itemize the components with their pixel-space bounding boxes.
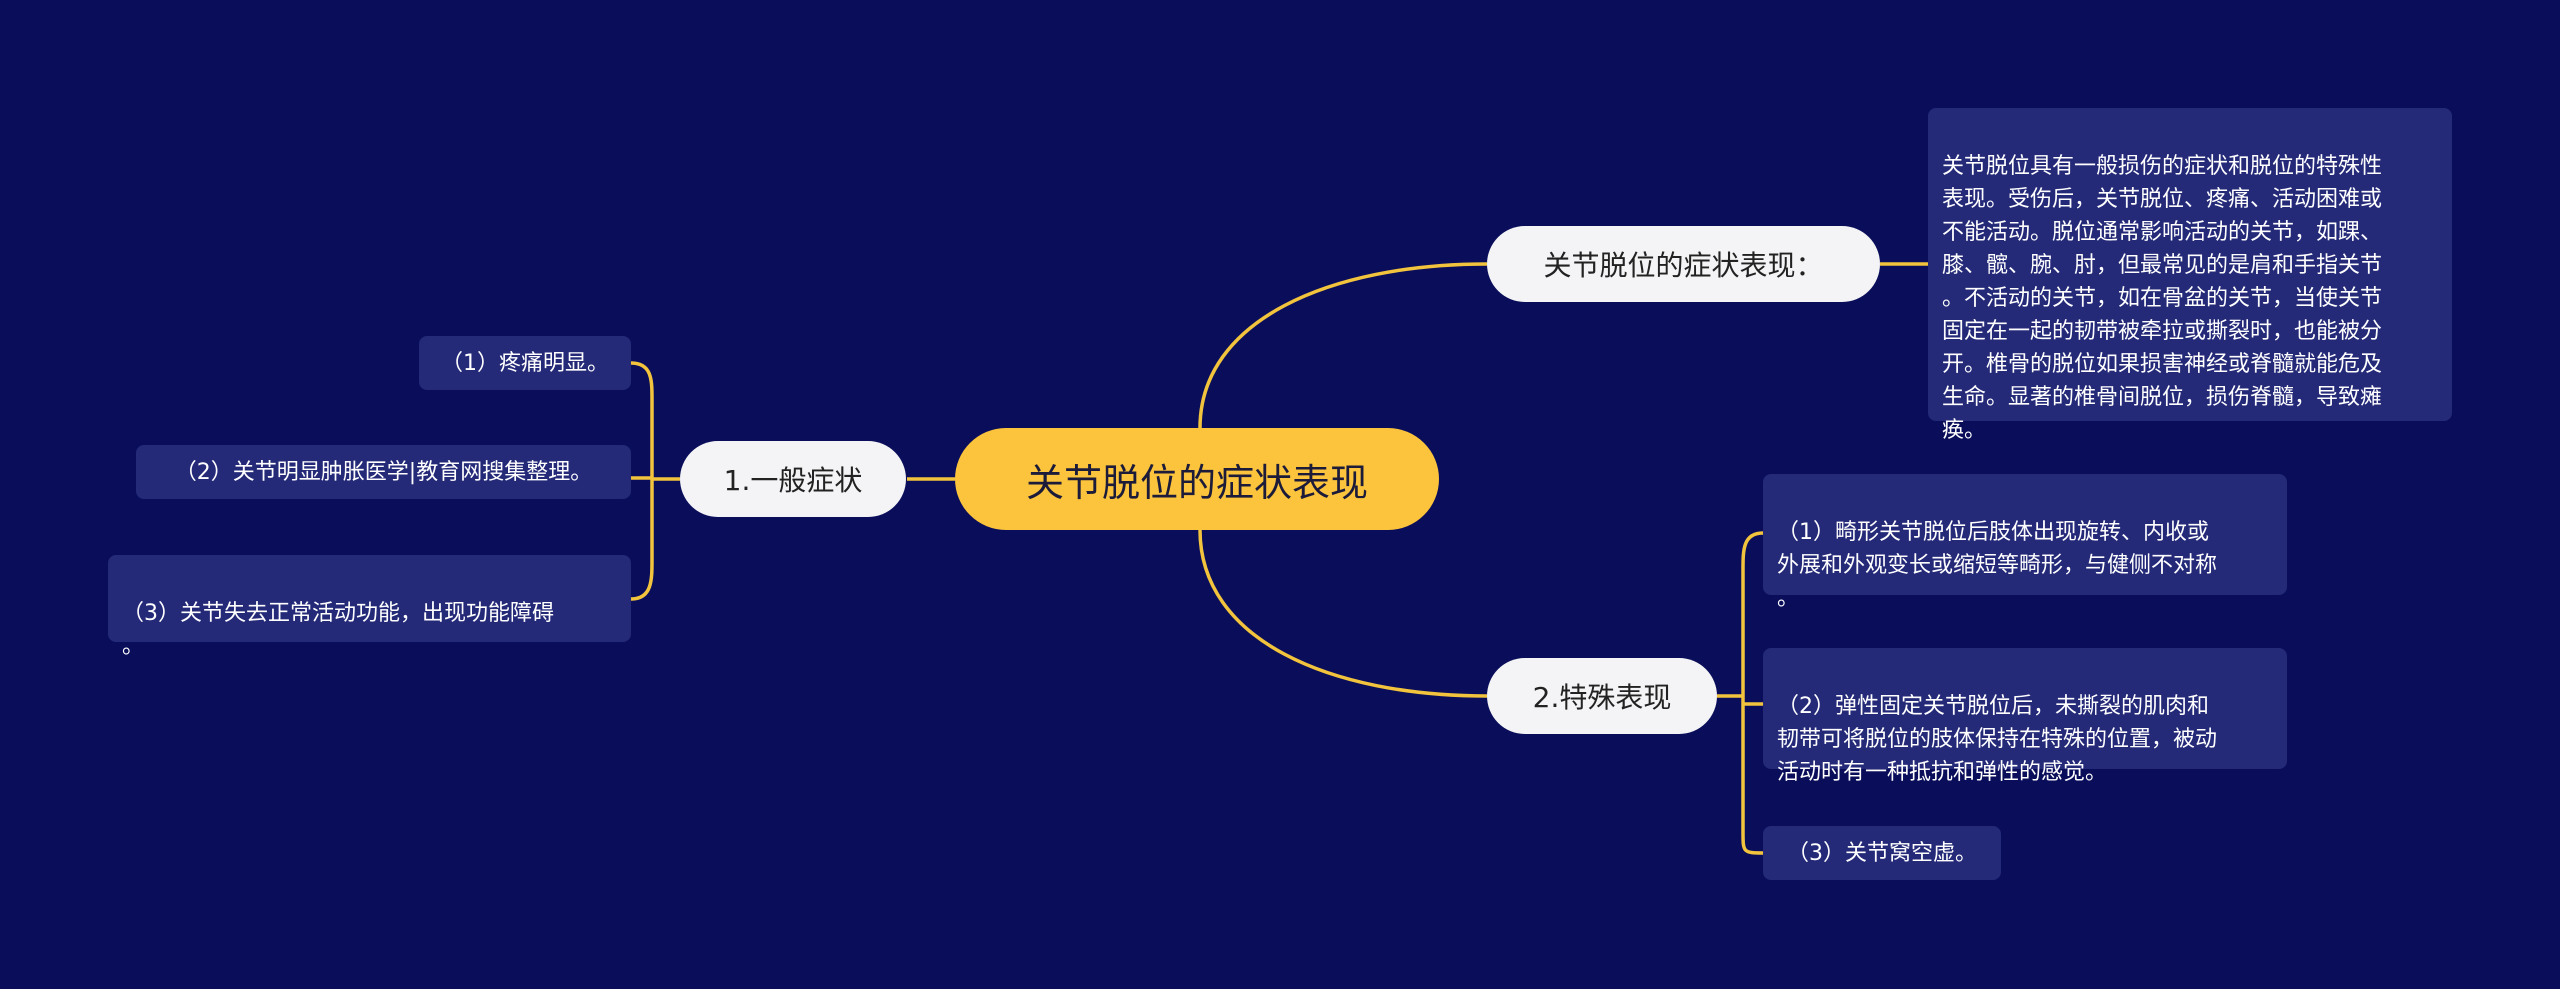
general-item-3[interactable]: （3）关节失去正常活动功能，出现功能障碍 。 [108, 555, 631, 659]
branch-general[interactable]: 1.一般症状 [680, 441, 906, 517]
branch-special-label: 2.特殊表现 [1532, 681, 1672, 714]
link-general-items [630, 361, 680, 601]
special-item-3-text: （3）关节窝空虚。 [1787, 840, 1977, 866]
branch-special[interactable]: 2.特殊表现 [1487, 658, 1717, 734]
intro-detail-note[interactable]: 关节脱位具有一般损伤的症状和脱位的特殊性 表现。受伤后，关节脱位、疼痛、活动困难… [1928, 108, 2452, 443]
branch-intro-label: 关节脱位的症状表现： [1543, 249, 1824, 282]
branch-general-label: 1.一般症状 [723, 464, 863, 497]
special-item-1-text: （1）畸形关节脱位后肢体出现旋转、内收或 外展和外观变长或缩短等畸形，与健侧不对… [1777, 520, 2218, 611]
link-special-items [1717, 531, 1764, 855]
general-item-2[interactable]: （2）关节明显肿胀医学|教育网搜集整理。 [136, 445, 631, 499]
root-topic-label: 关节脱位的症状表现 [1025, 460, 1368, 505]
special-item-2-text: （2）弹性固定关节脱位后，未撕裂的肌肉和 韧带可将脱位的肢体保持在特殊的位置，被… [1777, 694, 2218, 785]
special-item-1[interactable]: （1）畸形关节脱位后肢体出现旋转、内收或 外展和外观变长或缩短等畸形，与健侧不对… [1763, 474, 2287, 611]
root-topic[interactable]: 关节脱位的症状表现 [955, 428, 1439, 530]
special-item-3[interactable]: （3）关节窝空虚。 [1763, 826, 2001, 880]
general-item-1-text: （1）疼痛明显。 [441, 350, 609, 376]
link-root-special [1198, 529, 1488, 698]
general-item-1[interactable]: （1）疼痛明显。 [419, 336, 631, 390]
general-item-3-text: （3）关节失去正常活动功能，出现功能障碍 。 [122, 601, 554, 659]
branch-intro[interactable]: 关节脱位的症状表现： [1487, 226, 1880, 302]
general-item-2-text: （2）关节明显肿胀医学|教育网搜集整理。 [174, 459, 593, 485]
link-root-intro [1198, 262, 1488, 429]
intro-detail-text: 关节脱位具有一般损伤的症状和脱位的特殊性 表现。受伤后，关节脱位、疼痛、活动困难… [1942, 154, 2383, 443]
special-item-2[interactable]: （2）弹性固定关节脱位后，未撕裂的肌肉和 韧带可将脱位的肢体保持在特殊的位置，被… [1763, 648, 2287, 785]
